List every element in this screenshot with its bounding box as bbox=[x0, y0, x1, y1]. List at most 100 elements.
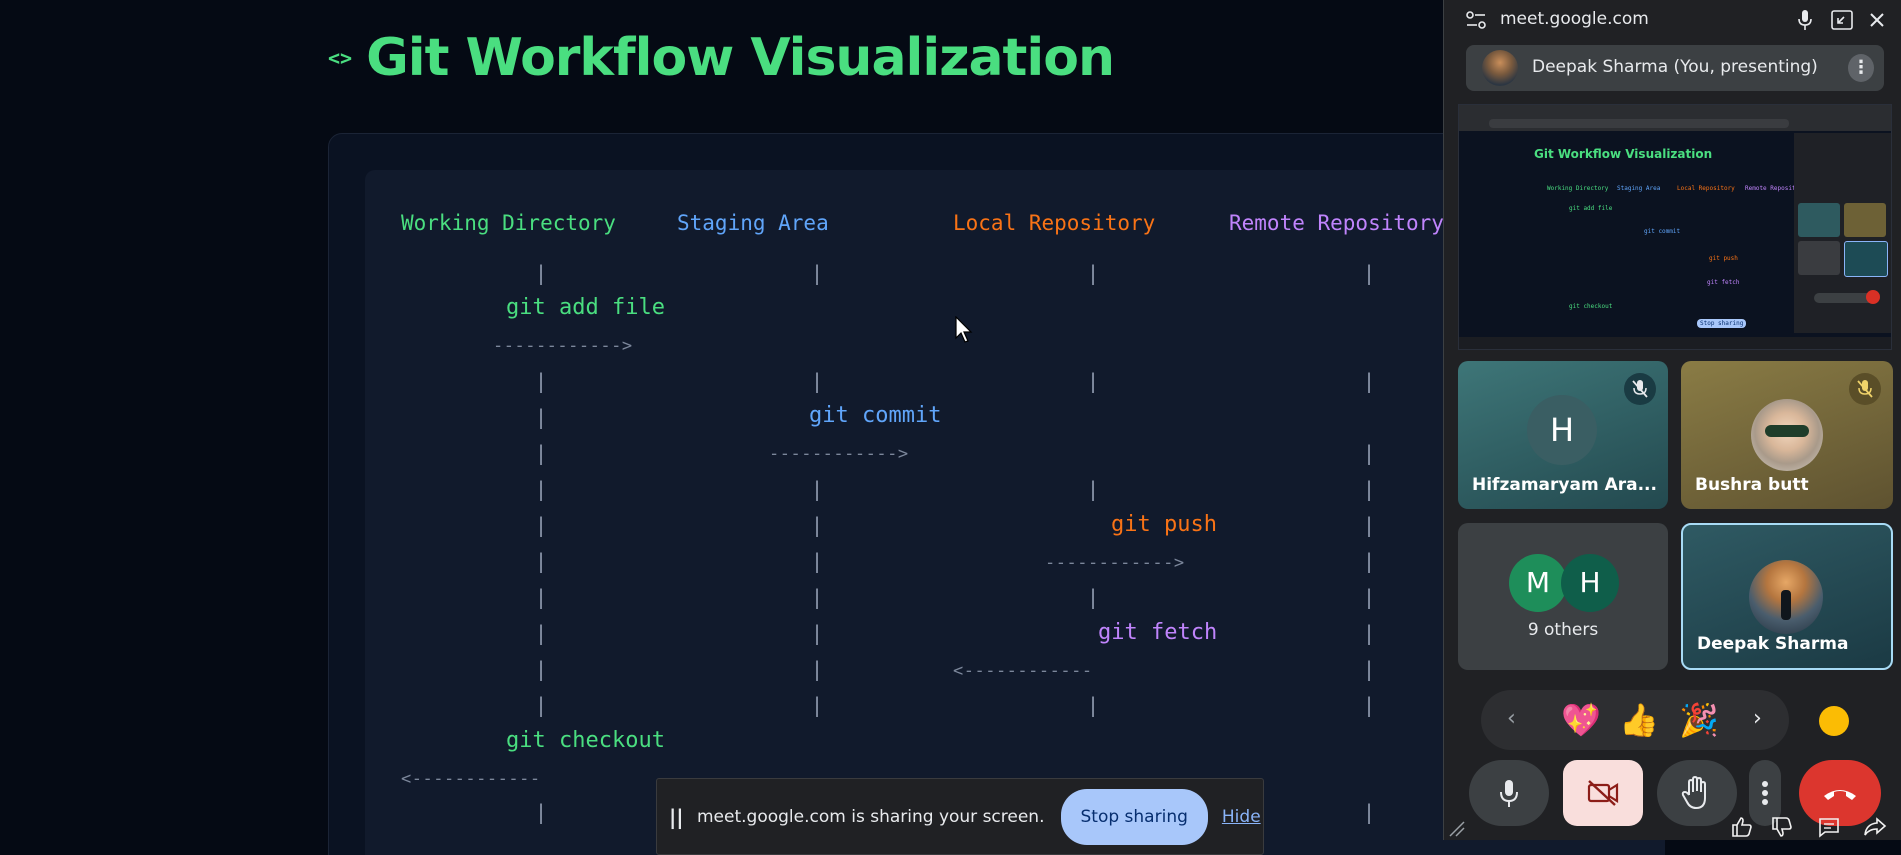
microphone-button[interactable] bbox=[1469, 760, 1549, 826]
participant-name: Bushra butt bbox=[1695, 475, 1809, 495]
lifeline-pipe: | bbox=[1363, 261, 1376, 285]
arrow-left: <------------ bbox=[953, 661, 1093, 681]
lifeline-pipe: | bbox=[1087, 261, 1100, 285]
lifeline-pipe: | bbox=[1363, 369, 1376, 393]
meet-url: meet.google.com bbox=[1500, 9, 1649, 29]
site-settings-icon[interactable] bbox=[1466, 11, 1486, 29]
page-title: Git Workflow Visualization bbox=[366, 28, 1115, 88]
thumbs-up-reaction[interactable]: 👍 bbox=[1619, 701, 1659, 739]
lifeline-pipe: | bbox=[1363, 657, 1376, 681]
command-git-commit: git commit bbox=[809, 403, 942, 428]
thumbnail-meet-panel bbox=[1794, 133, 1891, 333]
lifeline-pipe: | bbox=[535, 621, 548, 645]
lifeline-pipe: | bbox=[535, 405, 548, 429]
thumbnail-label: Staging Area bbox=[1617, 185, 1661, 192]
participant-name: Deepak Sharma bbox=[1697, 634, 1849, 654]
hide-link[interactable]: Hide bbox=[1221, 806, 1261, 827]
thumbnail-label: Stop sharing bbox=[1697, 319, 1747, 328]
screen-share-thumbnail[interactable]: Git Workflow Visualization Working Direc… bbox=[1458, 104, 1892, 350]
comments-icon[interactable] bbox=[1817, 815, 1841, 839]
heart-reaction[interactable]: 💖 bbox=[1561, 701, 1601, 739]
camera-off-icon bbox=[1587, 780, 1619, 806]
lifeline-pipe: | bbox=[811, 621, 824, 645]
thumbnail-label: git checkout bbox=[1569, 303, 1613, 310]
back-to-tab-icon[interactable] bbox=[1831, 10, 1853, 30]
column-working-directory: Working Directory bbox=[401, 211, 616, 235]
participant-tile[interactable]: Bushra butt bbox=[1681, 361, 1893, 509]
reactions-next-icon[interactable]: › bbox=[1753, 706, 1762, 731]
lifeline-pipe: | bbox=[535, 513, 548, 537]
end-call-icon bbox=[1824, 790, 1856, 800]
others-tile[interactable]: M H 9 others bbox=[1458, 523, 1668, 670]
lifeline-pipe: | bbox=[1363, 800, 1376, 824]
participant-tile[interactable]: H Hifzamaryam Ara... bbox=[1458, 361, 1668, 509]
more-controls-button[interactable] bbox=[1749, 760, 1781, 826]
drag-handle-icon[interactable]: || bbox=[669, 804, 684, 829]
share-message: meet.google.com is sharing your screen. bbox=[697, 806, 1045, 827]
lifeline-pipe: | bbox=[1087, 369, 1100, 393]
lifeline-pipe: | bbox=[1087, 693, 1100, 717]
thumbnail-address-bar bbox=[1489, 119, 1789, 128]
lifeline-pipe: | bbox=[811, 693, 824, 717]
lifeline-pipe: | bbox=[1363, 621, 1376, 645]
presenter-pill: Deepak Sharma (You, presenting) ⋮ bbox=[1466, 45, 1884, 91]
more-options-icon[interactable]: ⋮ bbox=[1848, 54, 1874, 82]
lifeline-pipe: | bbox=[811, 261, 824, 285]
participant-avatar: H bbox=[1527, 395, 1597, 465]
lifeline-pipe: | bbox=[1363, 693, 1376, 717]
lifeline-pipe: | bbox=[811, 369, 824, 393]
camera-off-button[interactable] bbox=[1563, 760, 1643, 826]
title-row: <> Git Workflow Visualization bbox=[328, 28, 1115, 88]
presenter-avatar bbox=[1482, 50, 1518, 86]
party-reaction[interactable]: 🎉 bbox=[1679, 701, 1719, 739]
participant-avatar: H bbox=[1561, 554, 1619, 612]
lifeline-pipe: | bbox=[1363, 585, 1376, 609]
lifeline-pipe: | bbox=[535, 441, 548, 465]
arrow-left: <------------ bbox=[401, 769, 541, 789]
thumbnail-label: git commit bbox=[1644, 228, 1681, 235]
lifeline-pipe: | bbox=[1363, 513, 1376, 537]
thumbnail-label: Local Repository bbox=[1677, 185, 1735, 192]
thumbnail-label: git add file bbox=[1569, 205, 1613, 212]
close-icon[interactable] bbox=[1869, 12, 1885, 28]
self-photo bbox=[1749, 560, 1823, 634]
raise-hand-icon bbox=[1681, 775, 1706, 810]
lifeline-pipe: | bbox=[1087, 477, 1100, 501]
lifeline-pipe: | bbox=[811, 657, 824, 681]
share-icon[interactable] bbox=[1863, 815, 1887, 839]
command-git-fetch: git fetch bbox=[1098, 620, 1218, 645]
like-icon[interactable] bbox=[1730, 815, 1754, 839]
reactions-prev-icon[interactable]: ‹ bbox=[1507, 706, 1516, 731]
reactions-bar: ‹ 💖 👍 🎉 › bbox=[1481, 690, 1789, 750]
resize-handle-icon[interactable] bbox=[1448, 820, 1466, 838]
more-vert-icon bbox=[1762, 781, 1768, 805]
muted-mic-icon bbox=[1849, 373, 1881, 405]
participant-name: Hifzamaryam Ara... bbox=[1472, 475, 1657, 495]
others-count: 9 others bbox=[1527, 620, 1599, 640]
lifeline-pipe: | bbox=[535, 693, 548, 717]
arrow-right: ------------> bbox=[1045, 553, 1185, 573]
lifeline-pipe: | bbox=[1363, 549, 1376, 573]
column-remote-repository: Remote Repository bbox=[1229, 211, 1444, 235]
screen-share-banner: || meet.google.com is sharing your scree… bbox=[656, 778, 1264, 855]
column-staging-area: Staging Area bbox=[677, 211, 829, 235]
stop-sharing-button[interactable]: Stop sharing bbox=[1060, 788, 1208, 845]
lifeline-pipe: | bbox=[1087, 585, 1100, 609]
thumbnail-label: Remote Repository bbox=[1745, 185, 1807, 192]
skin-tone-icon[interactable] bbox=[1819, 706, 1849, 736]
microphone-icon bbox=[1500, 780, 1518, 807]
column-local-repository: Local Repository bbox=[953, 211, 1156, 235]
mouse-cursor-icon bbox=[955, 316, 973, 343]
self-tile[interactable]: Deepak Sharma bbox=[1681, 523, 1893, 670]
lifeline-pipe: | bbox=[1363, 477, 1376, 501]
lifeline-pipe: | bbox=[811, 477, 824, 501]
dislike-icon[interactable] bbox=[1770, 815, 1794, 839]
lifeline-pipe: | bbox=[1363, 441, 1376, 465]
thumbnail-label: git push bbox=[1709, 255, 1738, 262]
raise-hand-button[interactable] bbox=[1657, 760, 1737, 826]
microphone-icon[interactable] bbox=[1797, 9, 1813, 31]
lifeline-pipe: | bbox=[535, 369, 548, 393]
command-git-add: git add file bbox=[506, 295, 665, 320]
leave-call-button[interactable] bbox=[1799, 760, 1881, 826]
